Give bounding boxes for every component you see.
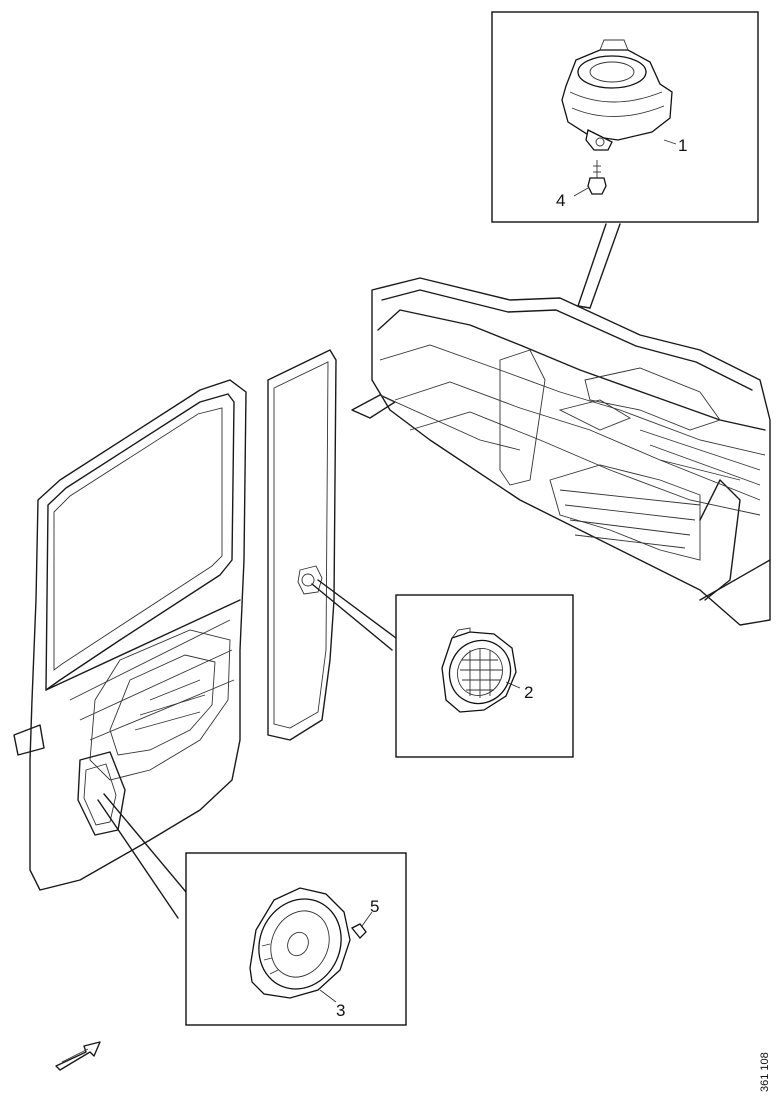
forward-arrow-icon <box>55 1041 101 1071</box>
screw-icon <box>350 911 373 939</box>
leader-lines-part-1 <box>577 223 621 309</box>
leader-lines-part-2 <box>311 579 397 651</box>
callout-4: 4 <box>556 191 565 210</box>
detail-box-part-2: 2 <box>395 594 574 758</box>
detail-box-part-1: 1 4 <box>491 11 759 223</box>
speaker-icon <box>561 39 673 151</box>
callout-1: 1 <box>678 136 687 155</box>
screw-icon <box>587 160 607 195</box>
callout-5: 5 <box>370 897 379 916</box>
pillar-trim-panel <box>267 349 337 741</box>
leader-lines-part-3 <box>97 793 187 919</box>
tweeter-icon <box>441 627 517 713</box>
front-door <box>13 379 247 891</box>
detail-box-part-3: 5 3 <box>185 852 407 1026</box>
reference-code: 361 108 <box>759 1052 771 1092</box>
callout-3: 3 <box>336 1001 345 1020</box>
callout-2: 2 <box>524 683 533 702</box>
door-speaker-icon <box>249 887 351 999</box>
dashboard-frame <box>351 277 771 626</box>
